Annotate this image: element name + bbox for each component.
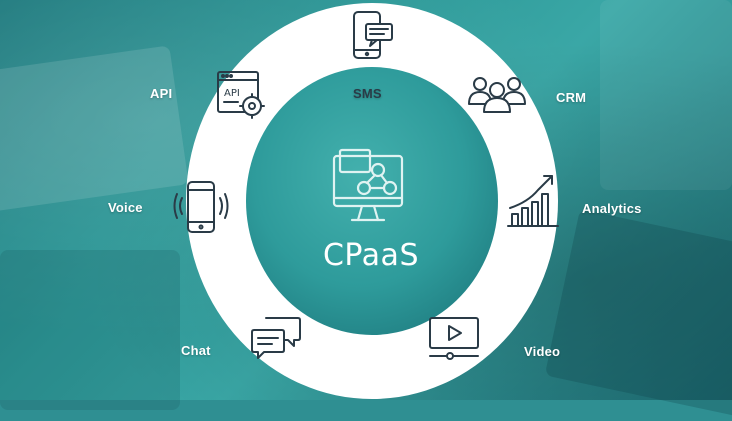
analytics-label: Analytics bbox=[582, 201, 642, 216]
ringing-phone-icon bbox=[172, 178, 230, 236]
cpaas-hub-icon bbox=[326, 146, 410, 230]
sms-label: SMS bbox=[353, 86, 382, 101]
growth-chart-icon bbox=[504, 172, 562, 230]
chat-label: Chat bbox=[181, 343, 211, 358]
users-group-icon bbox=[466, 70, 528, 124]
center-title: CPaaS bbox=[322, 238, 419, 273]
background-blur-shape bbox=[544, 208, 732, 421]
crm-label: CRM bbox=[556, 90, 587, 105]
background-blur-shape bbox=[0, 45, 189, 215]
api-window-gear-icon: API bbox=[214, 68, 266, 120]
api-label: API bbox=[150, 86, 173, 101]
background-blur-shape bbox=[0, 250, 180, 410]
services-ring bbox=[186, 0, 558, 400]
center-circle bbox=[246, 67, 498, 335]
chat-bubbles-icon bbox=[248, 314, 304, 362]
svg-text:API: API bbox=[224, 88, 240, 99]
video-label: Video bbox=[524, 344, 561, 359]
voice-label: Voice bbox=[108, 200, 143, 215]
background-blur-shape bbox=[600, 0, 732, 190]
smartphone-chat-icon bbox=[344, 10, 398, 64]
ring-graphic bbox=[186, 3, 558, 399]
video-player-icon bbox=[426, 314, 482, 362]
